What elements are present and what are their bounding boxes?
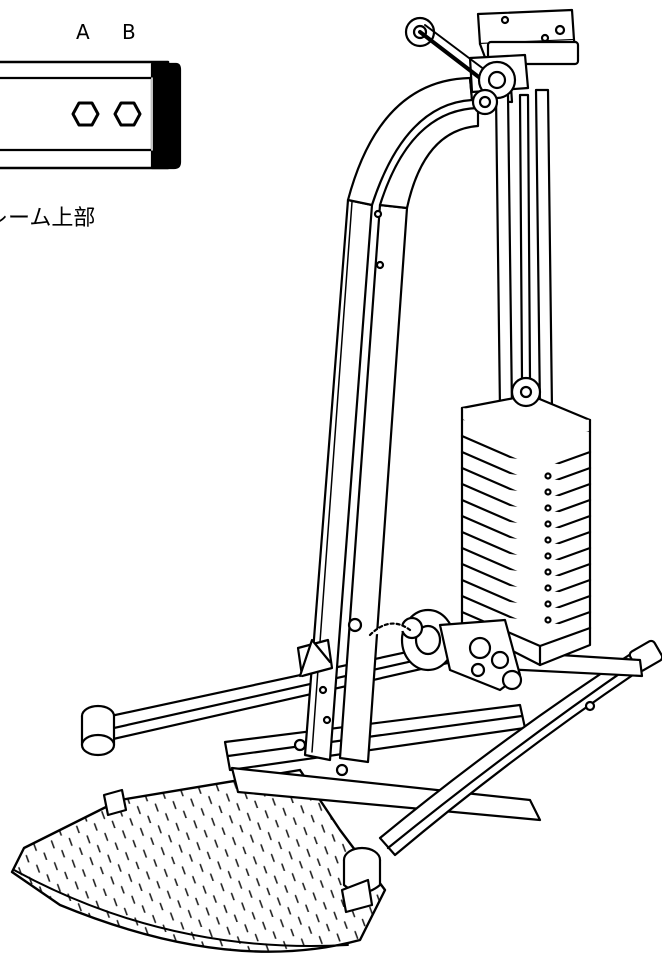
callout-letter-a: A — [76, 20, 90, 44]
main-column — [296, 70, 514, 764]
lower-pulley-assembly — [368, 608, 523, 692]
frame-top-detail — [0, 60, 182, 170]
frame-top-caption: レーム上部 — [0, 206, 96, 231]
hex-bolt-b-icon — [113, 101, 142, 127]
top-head-unit — [404, 8, 580, 116]
guide-rods — [494, 88, 554, 412]
callout-letter-b: B — [122, 20, 136, 44]
hex-bolt-a-icon — [71, 101, 100, 127]
foot-plate — [10, 768, 387, 953]
